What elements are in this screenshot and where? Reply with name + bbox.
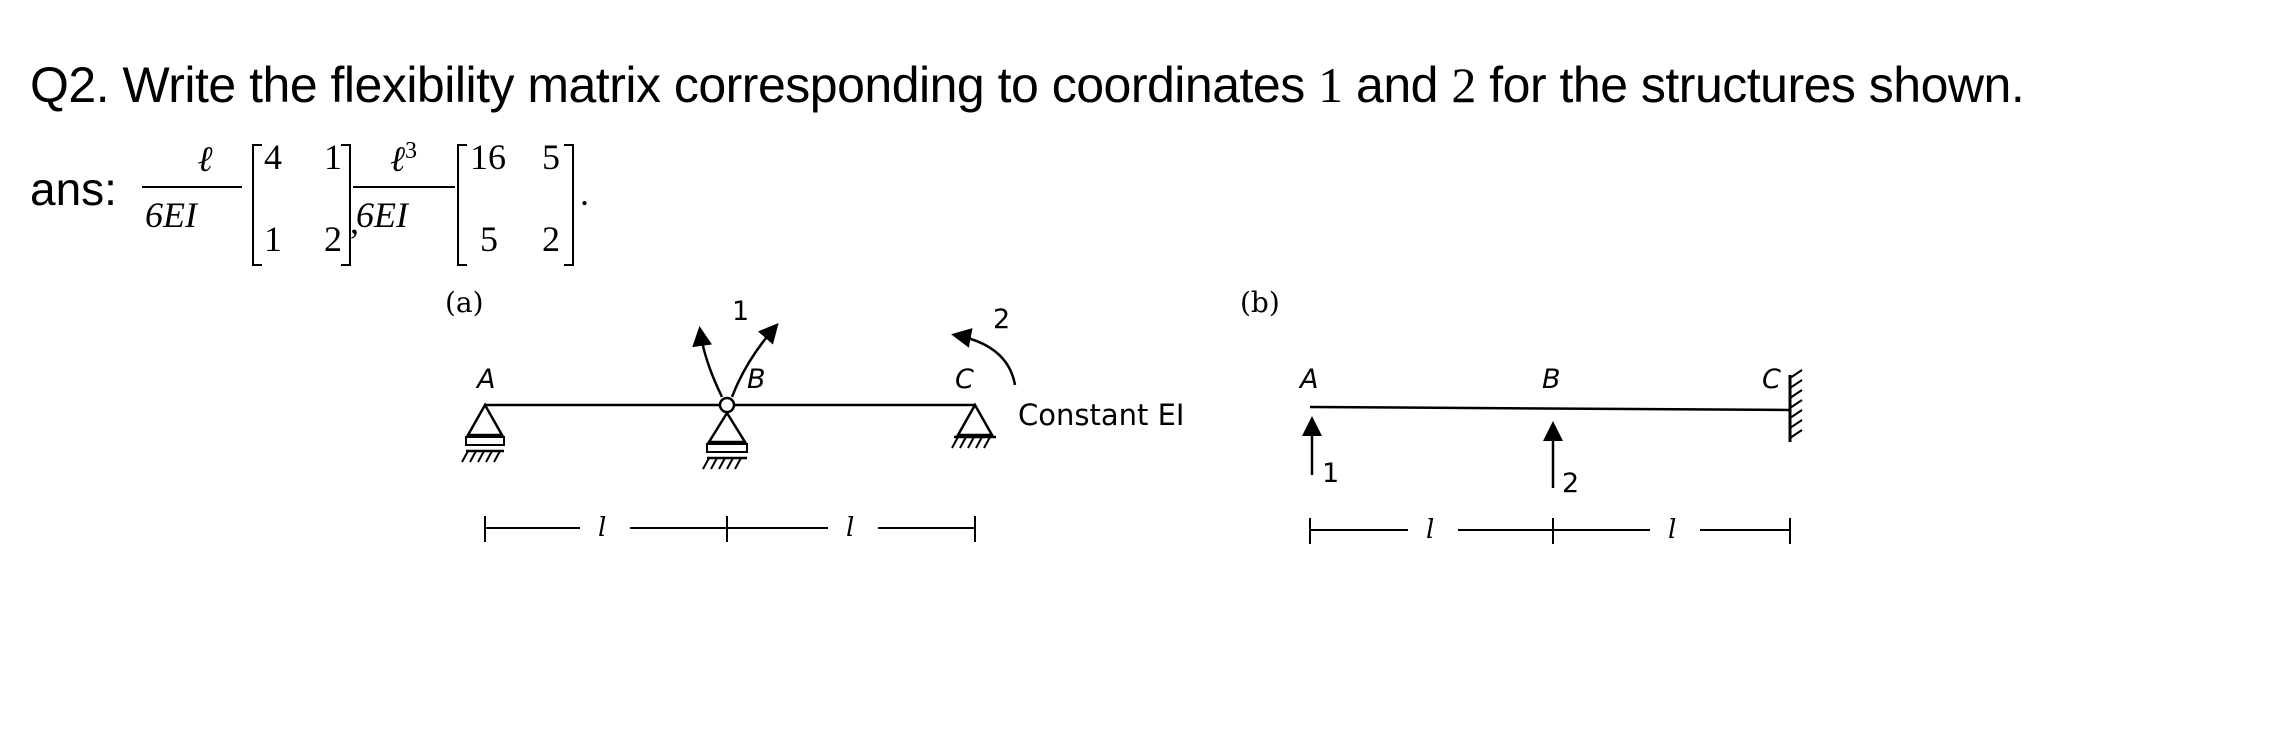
figure-a: (a) A B 1 C 2 — [445, 286, 1184, 543]
question-text: Q2. Write the flexibility matrix corresp… — [30, 57, 2025, 113]
answer-separator: , — [350, 201, 359, 241]
matrix-1-entry-22: 2 — [324, 219, 342, 259]
figure-a-span-1-label: l — [598, 513, 606, 543]
fixed-support-c — [1788, 369, 1803, 442]
coord-1-left-rotation-arrow — [692, 326, 724, 398]
matrix-1-entry-11: 4 — [264, 137, 282, 177]
answer-terminator: . — [580, 173, 589, 213]
figure-b-span-1-label: l — [1426, 515, 1434, 545]
fraction-1-numerator: ℓ — [197, 139, 213, 179]
fraction-2-numerator: ℓ3 — [390, 138, 417, 180]
matrix-2-entry-21: 5 — [480, 219, 498, 259]
fraction-1-denominator: 6EI — [145, 195, 197, 235]
question-connector: and — [1356, 57, 1438, 113]
matrix-2-entry-22: 2 — [542, 219, 560, 259]
figure-b-span-2-label: l — [1668, 515, 1676, 545]
fraction-2-bar — [353, 186, 455, 188]
matrix-2-left-bracket — [457, 144, 467, 266]
coord-1-right-rotation-arrow — [730, 323, 779, 398]
figure-a-label-point-b: B — [747, 364, 766, 395]
support-a-roller — [461, 402, 505, 463]
question-coord-2: 2 — [1451, 57, 1476, 113]
constant-ei-note: Constant EI — [1018, 398, 1184, 432]
structure-diagrams: (a) A B 1 C 2 — [445, 286, 1803, 545]
matrix-1-right-bracket — [341, 144, 351, 266]
coord-2-rotation-arrow — [951, 328, 1017, 386]
figure-b-beam — [1309, 405, 1791, 412]
figure-a-label: (a) — [445, 286, 484, 319]
fraction-2-numerator-base: ℓ — [390, 139, 405, 179]
figure-b-label-point-c: C — [1762, 364, 1781, 395]
fraction-2-denominator: 6EI — [356, 195, 408, 235]
hinge-b — [718, 396, 736, 414]
support-c-pin — [951, 402, 996, 449]
matrix-2-entry-11: 16 — [470, 137, 506, 177]
answer-label: ans: — [30, 163, 117, 215]
figure-b-coord-1-label: 1 — [1322, 458, 1339, 489]
figure-a-label-point-c: C — [955, 364, 974, 395]
question-prefix: Q2. Write the flexibility matrix corresp… — [30, 57, 1305, 113]
figure-b: (b) A B C 1 2 l l — [1240, 286, 1803, 545]
figure-a-dimensions — [484, 516, 976, 542]
answer-block: ans: ℓ 6EI 4 1 1 2 , ℓ3 6EI 16 5 5 2 . — [30, 137, 630, 275]
matrix-1-entry-12: 1 — [324, 137, 342, 177]
matrix-1-entry-21: 1 — [264, 219, 282, 259]
matrix-1-left-bracket — [252, 144, 262, 266]
figure-a-coord-2-label: 2 — [993, 304, 1010, 335]
question-coord-1: 1 — [1318, 57, 1343, 113]
figure-b-dimensions — [1309, 518, 1791, 544]
question-suffix: for the structures shown. — [1489, 57, 2025, 113]
matrix-2-right-bracket — [564, 144, 574, 266]
figure-b-coord-2-label: 2 — [1562, 468, 1579, 499]
fraction-1-bar — [142, 186, 242, 188]
figure-a-coord-1-label: 1 — [732, 296, 749, 327]
matrix-brackets — [252, 144, 574, 266]
figure-b-label-point-a: A — [1298, 364, 1318, 395]
fraction-2-numerator-exponent: 3 — [405, 138, 417, 164]
figure-a-span-2-label: l — [846, 513, 854, 543]
figure-b-label-point-b: B — [1542, 364, 1561, 395]
support-b-roller-hinge — [702, 410, 748, 470]
matrix-2-entry-12: 5 — [542, 137, 560, 177]
figure-b-label: (b) — [1240, 286, 1280, 319]
figure-a-label-point-a: A — [475, 364, 495, 395]
